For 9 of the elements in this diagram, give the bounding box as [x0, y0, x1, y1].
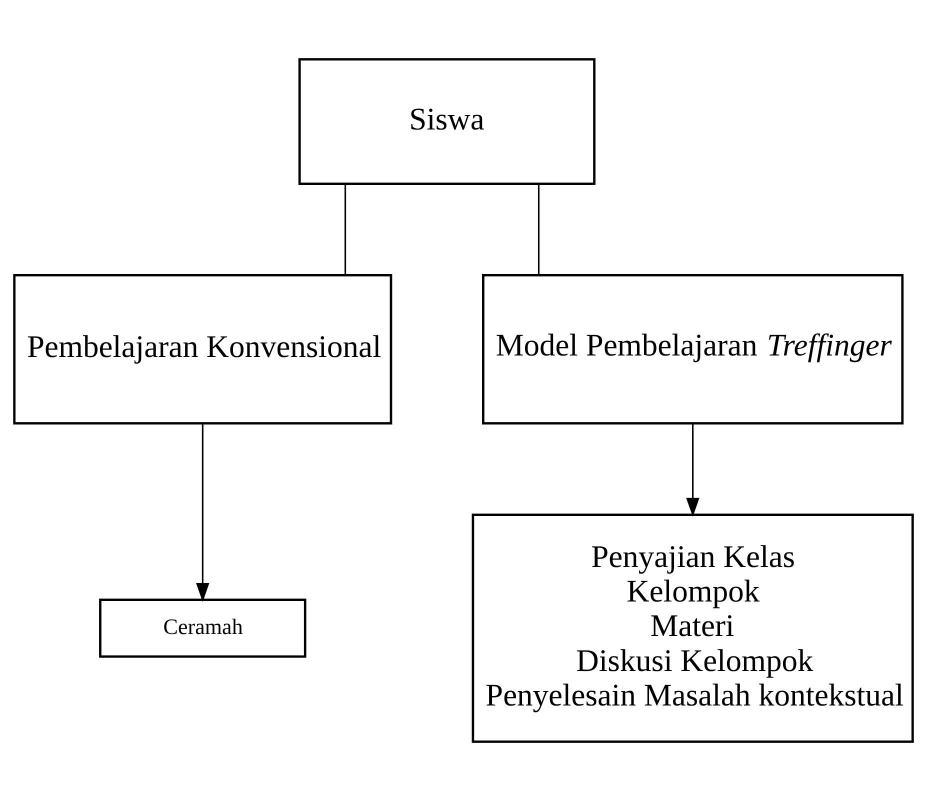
node-box: Model Pembelajaran Treffinger: [482, 274, 904, 424]
connector: [538, 184, 540, 274]
arrow: [196, 424, 210, 602]
arrow: [686, 424, 700, 516]
connector: [344, 184, 346, 274]
node-box: Ceramah: [99, 598, 306, 658]
node-box: Siswa: [298, 58, 596, 184]
node-box: Penyajian Kelas Kelompok Materi Diskusi Kelompok Penyelesain Masalah kontekstual: [472, 513, 914, 742]
node-box: Pembelajaran Konvensional: [13, 274, 392, 424]
